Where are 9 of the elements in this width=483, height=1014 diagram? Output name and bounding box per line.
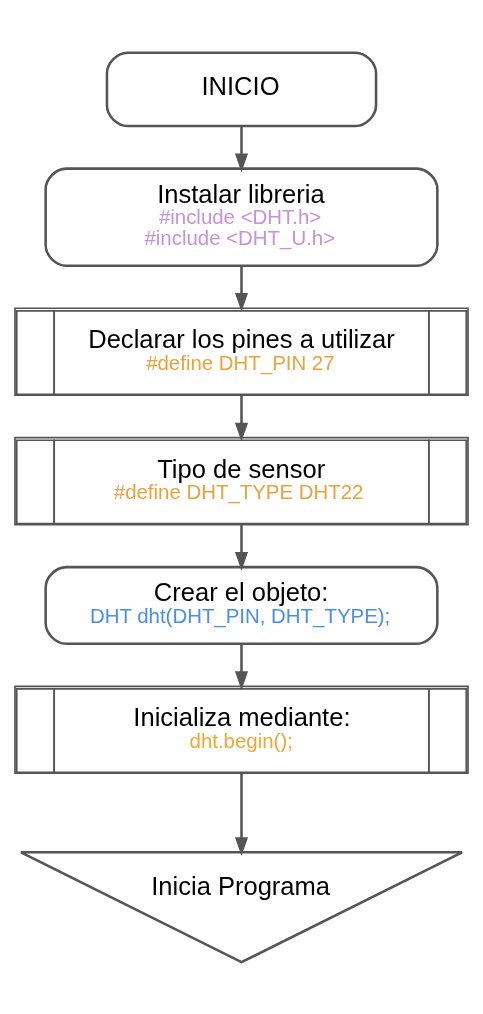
arrow xyxy=(234,125,249,172)
arrow xyxy=(234,524,249,571)
arrow xyxy=(234,772,249,856)
arrow xyxy=(234,265,249,312)
arrow xyxy=(234,394,249,441)
node-box: INICIO xyxy=(105,51,378,127)
node-box: Crear el objeto: DHT dht(DHT_PIN, DHT_TYPE); xyxy=(44,565,439,645)
arrow xyxy=(234,643,249,690)
node-box: Instalar libreria #include <DHT.h> #include <DHT_U.h> xyxy=(44,166,439,267)
